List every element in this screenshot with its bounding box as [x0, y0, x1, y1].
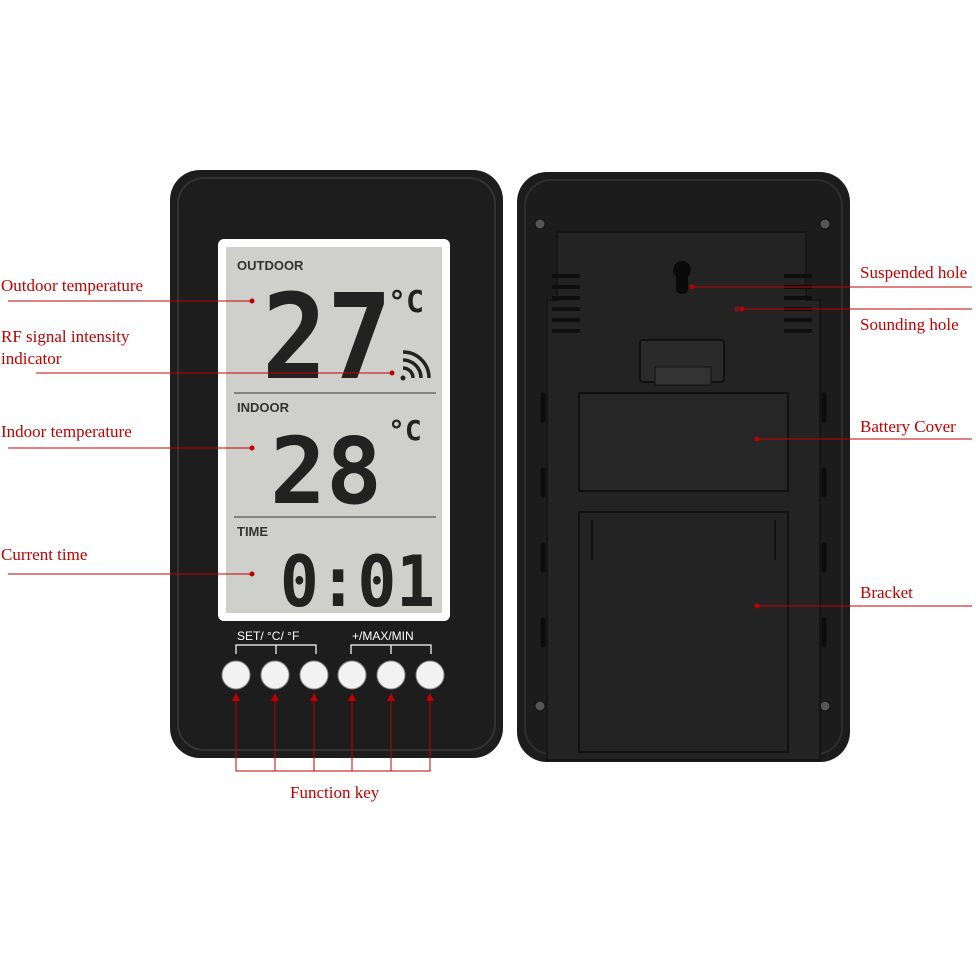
function-key-4[interactable] [337, 660, 367, 690]
function-key-2[interactable] [260, 660, 290, 690]
label-current-time: Current time [1, 545, 87, 564]
label-suspended-hole: Suspended hole [860, 263, 967, 282]
outdoor-value: 27 [262, 268, 392, 406]
indoor-unit: °C [388, 414, 422, 447]
label-function-key: Function key [290, 783, 380, 802]
label-rf-signal-line1: RF signal intensity [1, 327, 130, 346]
lcd-screen [226, 247, 442, 613]
indoor-label: INDOOR [237, 400, 290, 415]
function-keys [221, 660, 445, 690]
sounding-hole-icon [734, 306, 740, 312]
label-indoor-temperature: Indoor temperature [1, 422, 132, 441]
time-label: TIME [237, 524, 268, 539]
outdoor-label: OUTDOOR [237, 258, 304, 273]
time-value: 0:01 [280, 541, 435, 623]
back-unit [517, 172, 850, 762]
label-rf-signal-line2: indicator [1, 349, 62, 368]
rf-signal-icon [400, 350, 431, 381]
key-label-max: +/MAX/MIN [352, 629, 414, 643]
outdoor-unit: °C [388, 285, 424, 320]
indoor-value: 28 [270, 418, 382, 525]
bracket [578, 511, 789, 753]
function-key-1[interactable] [221, 660, 251, 690]
suspended-hole-icon [673, 261, 691, 294]
key-label-set: SET/ °C/ °F [237, 629, 299, 643]
label-sounding-hole: Sounding hole [860, 315, 959, 334]
function-key-3[interactable] [299, 660, 329, 690]
function-key-6[interactable] [415, 660, 445, 690]
label-bracket: Bracket [860, 583, 913, 602]
function-key-5[interactable] [376, 660, 406, 690]
front-unit: OUTDOOR 27 °C INDOOR 28 °C TIME 0:01 SET… [170, 170, 503, 758]
label-battery-cover: Battery Cover [860, 417, 956, 436]
callout-lines [8, 284, 972, 772]
battery-cover [578, 392, 789, 492]
label-outdoor-temperature: Outdoor temperature [1, 276, 143, 295]
